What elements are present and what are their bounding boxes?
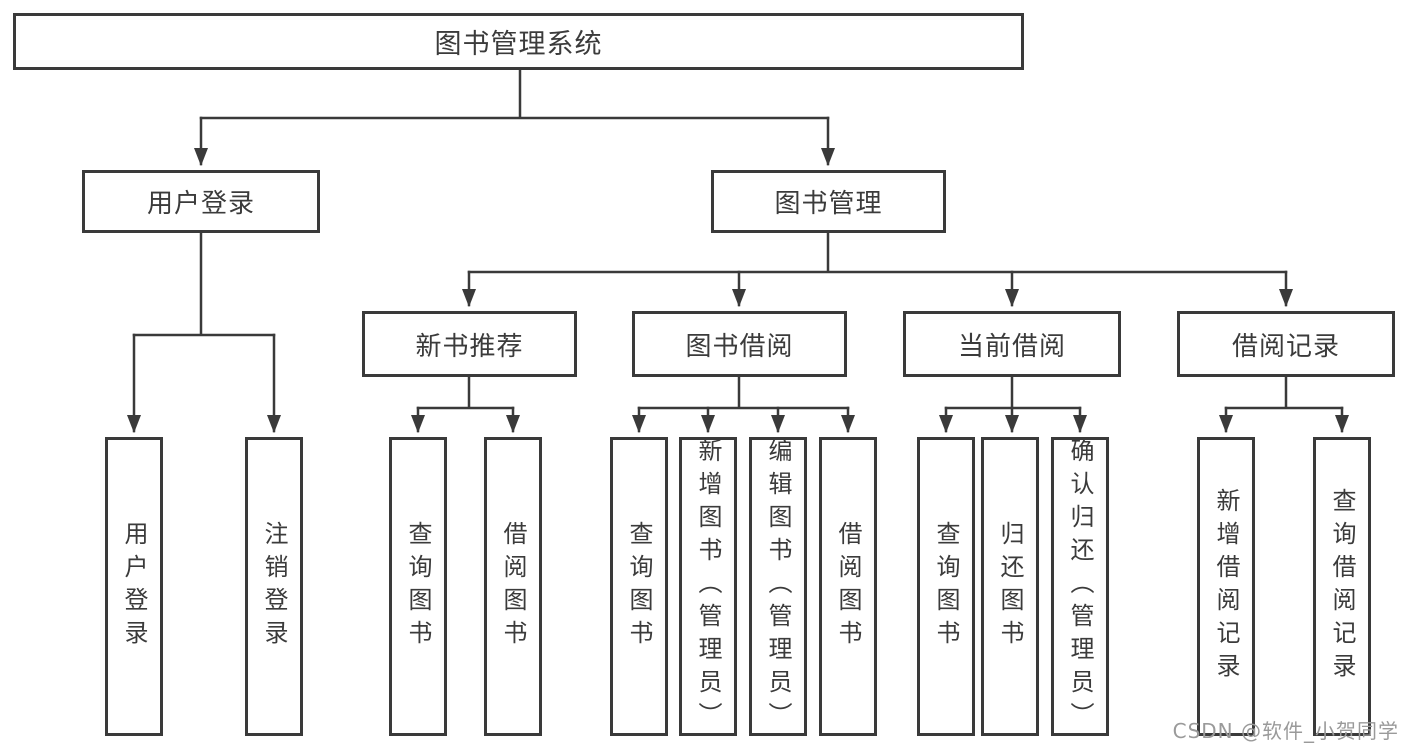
node-label: 图书管理系统 — [434, 29, 603, 60]
leaf-confirm-return-admin: 确认归还（管理员） — [1051, 437, 1109, 736]
node-borrowing-records: 借阅记录 — [1177, 311, 1395, 377]
leaf-query-book-borrow: 查询图书 — [610, 437, 668, 736]
node-label: 查询借阅记录 — [1328, 487, 1356, 686]
node-label: 借阅记录 — [1231, 331, 1340, 362]
node-label: 借阅图书 — [499, 520, 527, 653]
node-book-management: 图书管理 — [711, 170, 946, 233]
node-label: 新增借阅记录 — [1212, 487, 1240, 686]
leaf-borrow-book: 借阅图书 — [819, 437, 877, 736]
leaf-query-book-current: 查询图书 — [917, 437, 975, 736]
node-label: 当前借阅 — [957, 331, 1066, 362]
node-label: 查询图书 — [932, 520, 960, 653]
node-label: 新书推荐 — [415, 331, 524, 362]
leaf-query-book-recommend: 查询图书 — [389, 437, 447, 736]
csdn-watermark: CSDN @软件_小贺同学 — [1172, 719, 1399, 743]
leaf-user-login: 用户登录 — [105, 437, 163, 736]
node-label: 图书管理 — [774, 189, 883, 219]
leaf-return-book: 归还图书 — [981, 437, 1039, 736]
node-label: 图书借阅 — [685, 331, 794, 362]
node-label: 编辑图书（管理员） — [764, 438, 792, 735]
leaf-edit-book-admin: 编辑图书（管理员） — [749, 437, 807, 736]
node-label: 归还图书 — [996, 520, 1024, 653]
node-user-login: 用户登录 — [82, 170, 320, 233]
node-label: 用户登录 — [120, 520, 148, 653]
node-label: 新增图书（管理员） — [694, 438, 722, 735]
leaf-add-borrow-record: 新增借阅记录 — [1197, 437, 1255, 736]
node-label: 注销登录 — [260, 520, 288, 653]
node-label: 查询图书 — [404, 520, 432, 653]
leaf-logout: 注销登录 — [245, 437, 303, 736]
node-book-borrowing: 图书借阅 — [632, 311, 847, 377]
leaf-add-book-admin: 新增图书（管理员） — [679, 437, 737, 736]
node-label: 用户登录 — [146, 189, 255, 219]
leaf-borrow-book-recommend: 借阅图书 — [484, 437, 542, 736]
node-new-book-recommendation: 新书推荐 — [362, 311, 577, 377]
leaf-query-borrow-record: 查询借阅记录 — [1313, 437, 1371, 736]
node-current-borrowing: 当前借阅 — [903, 311, 1121, 377]
node-library-management-system: 图书管理系统 — [13, 13, 1024, 70]
node-label: 查询图书 — [625, 520, 653, 653]
node-label: 确认归还（管理员） — [1066, 438, 1094, 735]
node-label: 借阅图书 — [834, 520, 862, 653]
